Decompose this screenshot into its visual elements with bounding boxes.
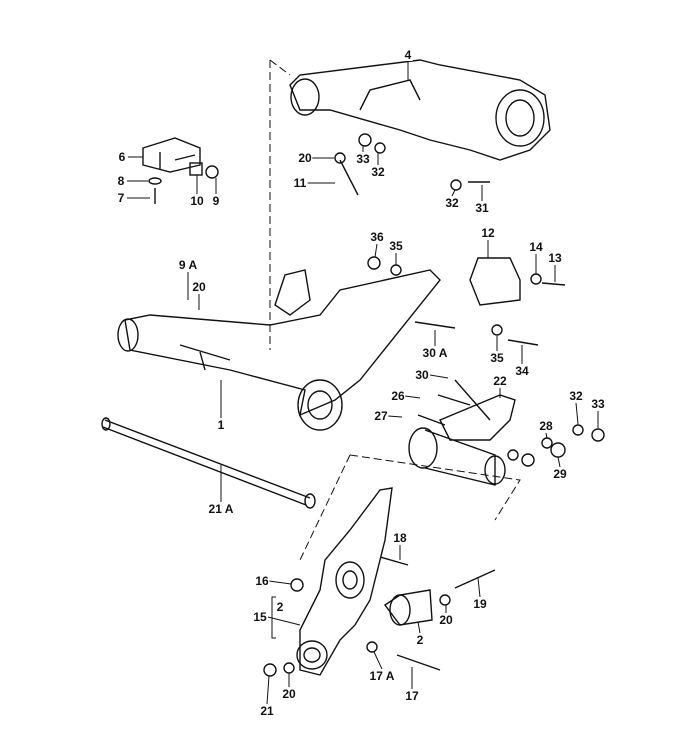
bracket — [142, 137, 219, 204]
part-label-22: 22 — [492, 374, 508, 388]
part-label-35: 35 — [388, 239, 404, 253]
part-label-21: 21 A — [207, 502, 235, 516]
part-label-11: 11 — [292, 176, 308, 190]
part-label-29: 29 — [552, 467, 568, 481]
part-label-10: 10 — [189, 194, 205, 208]
part-label-27: 27 — [373, 409, 389, 423]
part-label-13: 13 — [547, 251, 563, 265]
reference-lines — [269, 59, 521, 561]
torsion-bar — [101, 417, 316, 509]
part-label-32: 32 — [444, 196, 460, 210]
wheel-bearing-housing — [263, 487, 496, 677]
part-label-32: 32 — [568, 389, 584, 403]
part-label-6: 6 — [117, 150, 127, 164]
part-label-12: 12 — [480, 226, 496, 240]
part-label-35: 35 — [489, 351, 505, 365]
upper-fasteners — [334, 133, 490, 276]
part-label-2: 2 — [275, 600, 285, 614]
part-label-8: 8 — [116, 174, 126, 188]
transmission-carrier — [289, 59, 551, 161]
part-label-14: 14 — [528, 240, 544, 254]
part-label-18: 18 — [392, 531, 408, 545]
part-label-33: 33 — [590, 397, 606, 411]
part-label-28: 28 — [538, 419, 554, 433]
rubber-mount — [414, 257, 566, 346]
part-label-32: 32 — [370, 165, 386, 179]
part-label-16: 16 — [254, 574, 270, 588]
part-label-20: 20 — [191, 280, 207, 294]
part-label-4: 4 — [403, 48, 413, 62]
part-label-20: 20 — [297, 151, 313, 165]
part-label-17: 17 — [404, 689, 420, 703]
part-label-26: 26 — [390, 389, 406, 403]
part-label-19: 19 — [472, 597, 488, 611]
part-label-33: 33 — [355, 152, 371, 166]
part-label-30: 30 — [414, 368, 430, 382]
part-label-31: 31 — [474, 201, 490, 215]
part-label-21: 21 — [259, 704, 275, 718]
part-label-9: 9 A — [177, 258, 199, 272]
leader-lines — [127, 62, 599, 705]
part-label-30: 30 A — [421, 346, 449, 360]
part-label-7: 7 — [116, 191, 126, 205]
part-label-9: 9 — [211, 194, 221, 208]
part-label-17: 17 A — [368, 669, 396, 683]
part-label-20: 20 — [438, 613, 454, 627]
axle-beam — [117, 269, 441, 431]
part-label-34: 34 — [514, 364, 530, 378]
part-label-36: 36 — [369, 230, 385, 244]
part-label-20: 20 — [281, 687, 297, 701]
part-label-2: 2 — [415, 633, 425, 647]
part-label-15: 15 — [252, 610, 268, 624]
spring-plate — [408, 379, 605, 486]
part-label-1: 1 — [216, 418, 226, 432]
